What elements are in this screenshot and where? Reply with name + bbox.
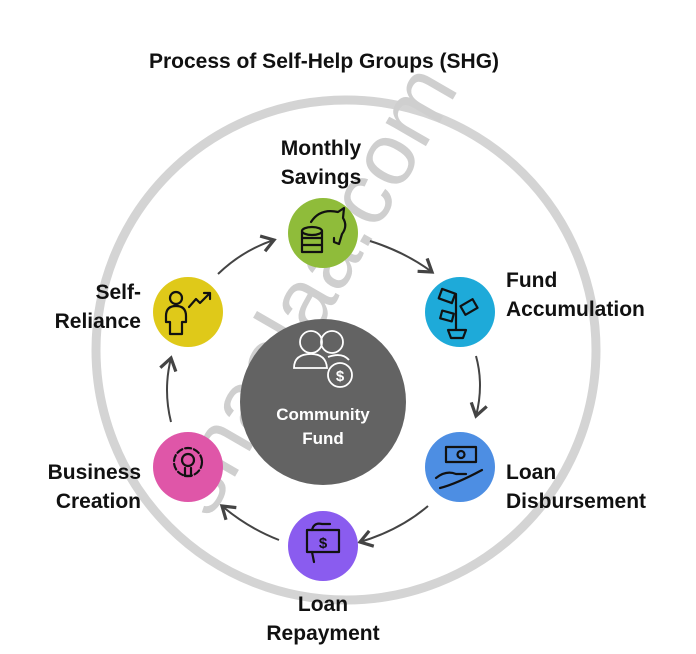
center-circle	[240, 319, 406, 485]
step-circle	[288, 511, 358, 581]
people-dollar-icon: $	[293, 330, 353, 388]
step-label: Business	[48, 461, 141, 484]
step-label: Repayment	[266, 622, 379, 645]
step-circle	[425, 277, 495, 347]
step-business-creation: Business Creation	[48, 432, 223, 513]
diagram-title: Process of Self-Help Groups (SHG)	[149, 50, 499, 73]
svg-text:$: $	[336, 368, 345, 385]
step-label: Accumulation	[506, 298, 645, 321]
arrow	[159, 355, 178, 423]
piggy-bank-coins-icon	[300, 206, 347, 254]
step-label: Disbursement	[506, 490, 646, 513]
watermark-ring	[91, 95, 601, 605]
step-label: Fund	[506, 269, 557, 292]
step-loan-disbursement: Loan Disbursement	[425, 432, 646, 513]
step-label: Savings	[281, 166, 362, 189]
step-self-reliance: Self- Reliance	[55, 277, 223, 347]
step-label: Reliance	[55, 310, 141, 333]
step-label: Self-	[95, 281, 141, 304]
arrow	[369, 240, 435, 274]
step-loan-repayment: $ Loan Repayment	[266, 511, 380, 645]
step-label: Creation	[56, 490, 141, 513]
step-circle	[153, 277, 223, 347]
step-monthly-savings: Monthly Savings	[281, 137, 362, 268]
step-circle	[425, 432, 495, 502]
hand-cash-icon	[434, 445, 484, 490]
arrow	[217, 234, 277, 275]
center-label: Fund	[302, 429, 344, 448]
person-growth-icon	[164, 290, 212, 336]
center-label: Community	[276, 405, 370, 424]
arrow	[357, 505, 429, 548]
step-label: Loan	[298, 593, 348, 616]
step-label: Monthly	[281, 137, 362, 160]
hand-dollar-bill-icon: $	[305, 522, 341, 564]
gear-bulb-icon	[172, 446, 204, 478]
svg-text:$: $	[319, 535, 328, 552]
arrow	[219, 504, 280, 541]
arrow	[469, 355, 488, 419]
center-node: $ Community Fund	[240, 319, 406, 485]
money-plant-icon	[437, 287, 479, 340]
step-label: Loan	[506, 461, 556, 484]
step-fund-accumulation: Fund Accumulation	[425, 269, 645, 347]
